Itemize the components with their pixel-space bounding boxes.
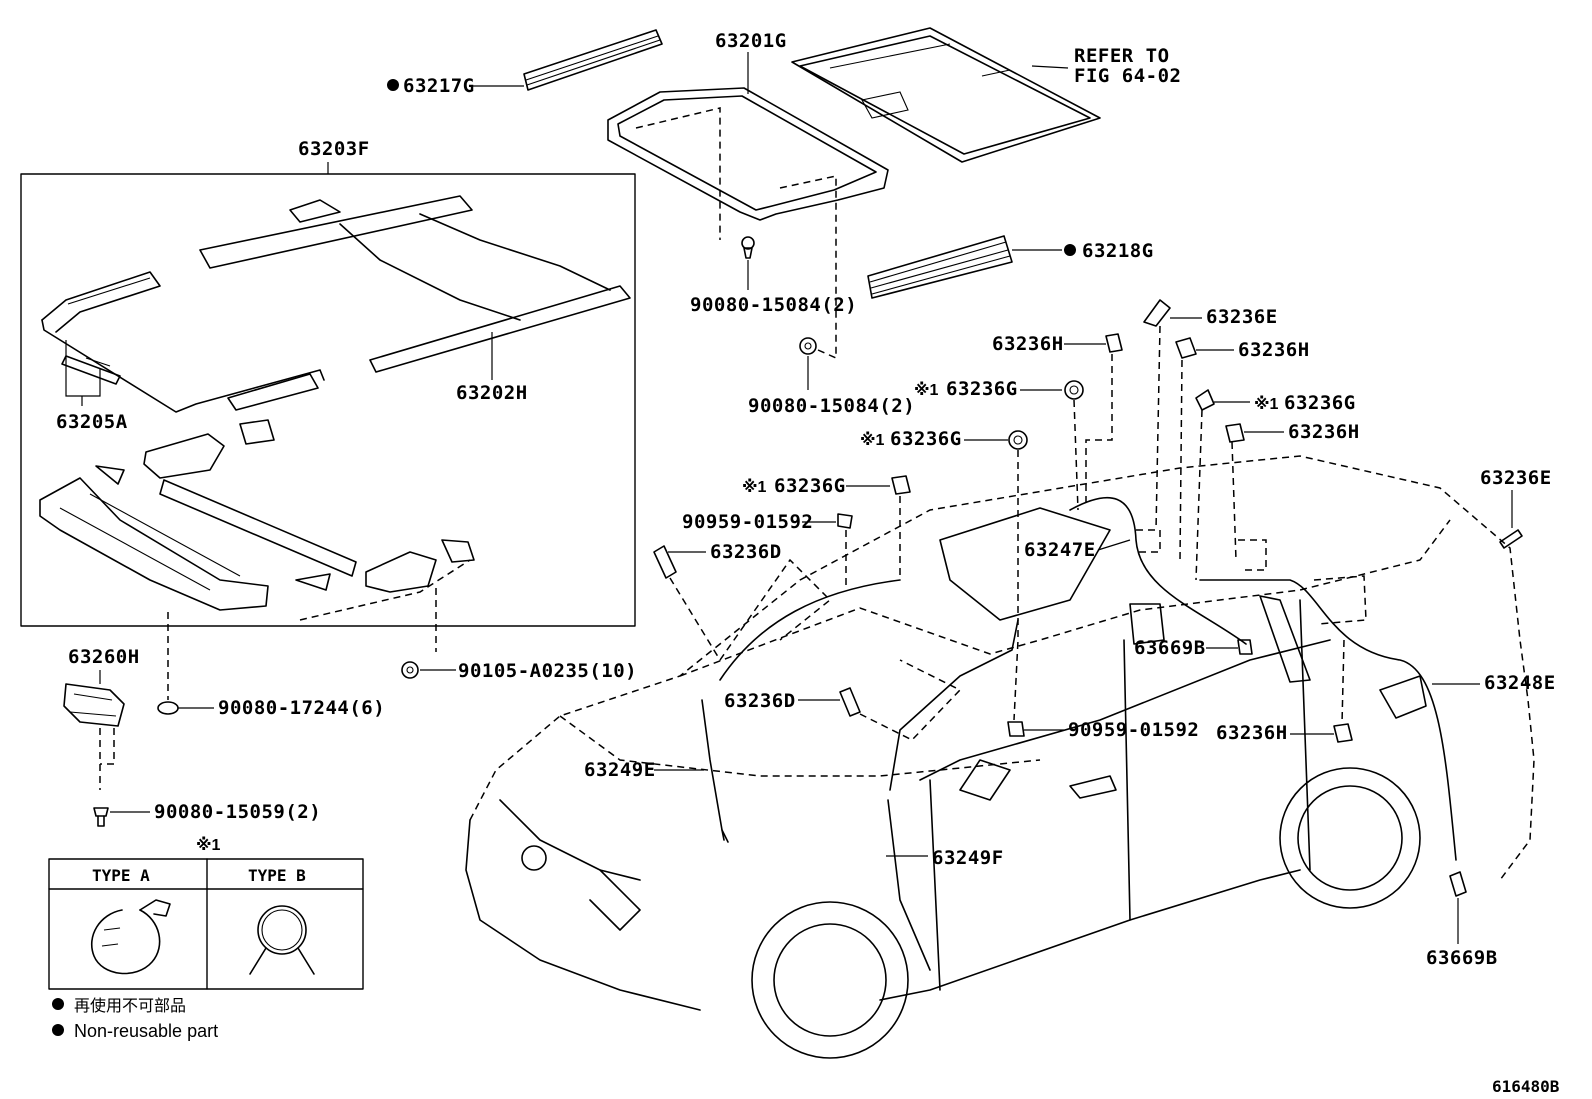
sunshade-drawing-refer-64-02	[791, 27, 1101, 163]
clip-63669b-1	[1237, 639, 1253, 655]
frame-assembly-box	[20, 173, 636, 627]
clip-63236d-2	[839, 687, 861, 717]
label-90080-15084-lower: 90080-15084(2)	[748, 395, 915, 417]
label-63260h: 63260H	[68, 646, 140, 668]
label-63236h-2: 63236H	[1238, 339, 1310, 361]
ref-mark-3: ※1	[860, 431, 885, 449]
clip-63236h-1	[1105, 333, 1123, 353]
clip-63236e-top	[1143, 299, 1171, 327]
label-63669b-1: 63669B	[1134, 637, 1206, 659]
clip-63236g-1	[1064, 380, 1084, 400]
label-63247e: 63247E	[1024, 539, 1096, 561]
clip-90080-15084-lower	[799, 337, 817, 355]
drain-hose-drawing	[701, 496, 1457, 971]
label-63236d-2: 63236D	[724, 690, 796, 712]
ref-mark-4: ※1	[742, 478, 767, 496]
weatherstrip-63218g-drawing	[867, 235, 1013, 299]
frame-lower-parts-drawing	[39, 419, 475, 611]
clip-63236h-3	[1225, 423, 1245, 443]
label-63202h: 63202H	[456, 382, 528, 404]
label-63218g: 63218G	[1082, 240, 1154, 262]
label-63248e: 63248E	[1484, 672, 1556, 694]
label-63249f: 63249F	[932, 847, 1004, 869]
clip-type-a-drawing	[90, 899, 171, 975]
non-reusable-dot-63218g	[1064, 244, 1076, 256]
label-63236g-2: 63236G	[1284, 392, 1356, 414]
clip-90959-01592-a	[837, 513, 853, 529]
label-90080-15059: 90080-15059(2)	[154, 801, 321, 823]
motor-63260h-drawing	[63, 683, 125, 727]
label-63236d-1: 63236D	[710, 541, 782, 563]
type-b-header: TYPE B	[248, 866, 306, 885]
note-mark: ※1	[196, 836, 221, 854]
bolt-90080-15059	[93, 807, 109, 827]
clip-63236e-right	[1499, 529, 1523, 549]
clip-63236g-4	[891, 475, 911, 495]
non-reusable-dot-63217g	[387, 79, 399, 91]
type-a-header: TYPE A	[92, 866, 150, 885]
vehicle-outline-drawing	[465, 455, 1535, 1059]
sunroof-frame-drawing	[41, 195, 631, 413]
nut-90080-17244	[157, 701, 179, 715]
figure-id: 616480B	[1492, 1077, 1560, 1096]
label-63236h-4: 63236H	[1216, 722, 1288, 744]
refer-to-line1: REFER TO	[1074, 45, 1170, 67]
clip-90959-01592-b	[1007, 721, 1025, 737]
refer-to-line2: FIG 64-02	[1074, 65, 1181, 87]
clip-63236g-3	[1008, 430, 1028, 450]
legend-jp: 再使用不可部品	[74, 997, 186, 1015]
label-63236g-4: 63236G	[774, 475, 846, 497]
screw-90080-15084-upper	[741, 236, 755, 259]
clip-63669b-2	[1449, 871, 1467, 897]
label-63236e-right: 63236E	[1480, 467, 1552, 489]
legend-bullet-2	[52, 1024, 64, 1036]
label-63669b-2: 63669B	[1426, 947, 1498, 969]
label-90959-01592-b: 90959-01592	[1068, 719, 1199, 741]
label-90105-a0235: 90105-A0235(10)	[458, 660, 637, 682]
clip-type-b-drawing	[249, 905, 315, 975]
label-63236h-1: 63236H	[992, 333, 1064, 355]
label-63236h-3: 63236H	[1288, 421, 1360, 443]
legend-bullet-1	[52, 998, 64, 1010]
sunroof-glass-63201g-drawing	[607, 87, 889, 268]
label-63201g: 63201G	[715, 30, 787, 52]
weatherstrip-63217g-drawing	[523, 29, 663, 91]
label-63203f: 63203F	[298, 138, 370, 160]
clip-63236h-2	[1175, 337, 1197, 359]
clip-63236h-4	[1333, 723, 1353, 743]
label-63205a: 63205A	[56, 411, 128, 433]
clip-63236d-1	[653, 545, 677, 579]
label-90080-15084-upper: 90080-15084(2)	[690, 294, 857, 316]
label-63217g: 63217G	[403, 75, 475, 97]
label-90959-01592-a: 90959-01592	[682, 511, 813, 533]
ref-mark-2: ※1	[1254, 395, 1279, 413]
legend-en: Non-reusable part	[74, 1021, 218, 1041]
clip-63236g-2	[1195, 389, 1215, 411]
label-63236g-3: 63236G	[890, 428, 962, 450]
nut-90105-a0235	[401, 661, 419, 679]
label-63236g-1: 63236G	[946, 378, 1018, 400]
clip-type-table	[48, 858, 364, 990]
ref-mark-1: ※1	[914, 381, 939, 399]
label-90080-17244: 90080-17244(6)	[218, 697, 385, 719]
label-63249e: 63249E	[584, 759, 656, 781]
label-63236e-top: 63236E	[1206, 306, 1278, 328]
